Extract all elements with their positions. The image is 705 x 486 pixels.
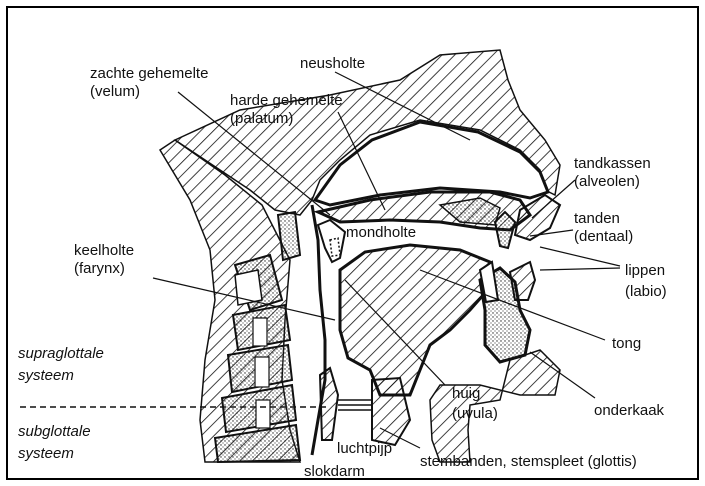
tongue: [340, 245, 492, 395]
label-stembanden: stembanden, stemspleet (glottis): [420, 453, 637, 470]
label-slokdarm: slokdarm: [304, 463, 365, 480]
label-lippen: lippen: [625, 262, 665, 279]
label-dentaal: (dentaal): [574, 228, 633, 245]
label-harde-gehemelte: harde gehemelte: [230, 92, 343, 109]
label-keelholte: keelholte: [74, 242, 134, 259]
label-luchtpijp: luchtpijp: [337, 440, 392, 457]
label-systeem-onder: systeem: [18, 445, 74, 462]
label-tanden: tanden: [574, 210, 620, 227]
label-tandkassen: tandkassen: [574, 155, 651, 172]
esophagus: [320, 368, 338, 440]
label-uvula: (uvula): [452, 405, 498, 422]
label-subglottale: subglottale: [18, 423, 91, 440]
label-tong: tong: [612, 335, 641, 352]
label-labio: (labio): [625, 283, 667, 300]
label-neusholte: neusholte: [300, 55, 365, 72]
label-farynx: (farynx): [74, 260, 125, 277]
vocal-folds: [338, 400, 372, 410]
label-mondholte: mondholte: [346, 224, 416, 241]
label-supraglottale: supraglottale: [18, 345, 104, 362]
lower-lip: [510, 262, 535, 300]
label-palatum: (palatum): [230, 110, 293, 127]
label-huig: huig: [452, 385, 480, 402]
label-alveolen: (alveolen): [574, 173, 640, 190]
label-onderkaak: onderkaak: [594, 402, 664, 419]
label-velum: (velum): [90, 83, 140, 100]
label-zachte-gehemelte: zachte gehemelte: [90, 65, 208, 82]
label-systeem-boven: systeem: [18, 367, 74, 384]
